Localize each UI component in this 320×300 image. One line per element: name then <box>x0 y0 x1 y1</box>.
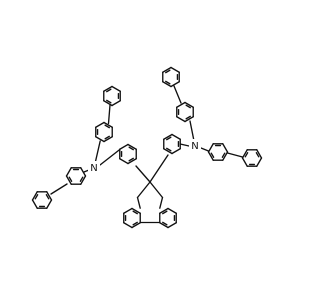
atom-label-n-right: N <box>191 141 198 152</box>
right-aryl-ring-double-1 <box>166 147 172 152</box>
fluorene-right-ring-edge-1 <box>159 207 169 214</box>
left-n-left-ring-1-edge-2 <box>65 175 72 185</box>
molecule-structure: N N <box>31 66 263 229</box>
right-up-biaryl <box>173 85 182 104</box>
left-n-left-ring-1-double-0 <box>79 176 84 182</box>
fluorene-right-ring-edge-5 <box>159 222 169 229</box>
left-aryl-ring-edge-0 <box>127 158 137 165</box>
left-n-up-ring-1-double-0 <box>104 135 110 140</box>
left-n-up-ring-1-edge-1 <box>95 136 105 143</box>
atom-label-layer: N N <box>88 139 201 174</box>
right-n-up-ring-2-edge-0 <box>170 81 180 88</box>
right-n-up-ring-2-double-1 <box>165 80 171 85</box>
fluorene-left-ring-double-0 <box>132 221 138 226</box>
left-n-left-ring-2-edge-2 <box>31 199 38 209</box>
right-aryl-ring-double-3 <box>166 136 172 141</box>
n-left-bg <box>88 161 100 174</box>
right-aryl-ring-edge-4 <box>171 133 181 140</box>
left-n-left-ring-1-double-2 <box>68 176 73 182</box>
fluorene-c9-right <box>149 181 164 199</box>
left-n-up-ring-2-edge-3 <box>103 85 113 92</box>
right-n-right-ring-2-edge-2 <box>241 157 248 167</box>
left-n-up-ring-1-edge-4 <box>103 121 113 128</box>
right-n-up-ring-1-double-0 <box>185 115 191 120</box>
structure-diagram: N N <box>31 66 263 229</box>
fluorene-left-ring-edge-4 <box>131 207 141 214</box>
fluorene-right-ring-edge-4 <box>167 222 177 229</box>
n-right-bg <box>189 139 201 152</box>
left-aryl-ring-edge-4 <box>127 143 137 150</box>
atom-label-n-left: N <box>90 163 97 174</box>
c9-right-aryl <box>149 154 169 183</box>
right-n-up-ring-2-edge-1 <box>162 81 172 88</box>
left-n-up-ring-1-edge-0 <box>103 136 113 143</box>
right-aryl-ring-edge-3 <box>163 133 173 140</box>
fluorene-right-ring-double-1 <box>162 210 168 215</box>
right-right-biaryl <box>226 152 244 158</box>
fluorene-right-ring-edge-2 <box>167 207 177 214</box>
left-n-up-ring-2-edge-4 <box>111 85 121 92</box>
left-n-left-ring-2-edge-5 <box>46 191 53 201</box>
right-n-right-ring-2-double-5 <box>255 152 260 158</box>
fluorene-left-ring-edge-0 <box>131 222 141 229</box>
fluorene-right-ring-double-5 <box>162 221 168 226</box>
fluorene-right-link <box>159 196 164 209</box>
right-n-right-ring-1-double-2 <box>210 152 215 158</box>
left-n-up-ring-2-double-1 <box>106 99 112 104</box>
right-n-up-ring-1-edge-4 <box>184 101 194 108</box>
left-n-left-ring-2-edge-3 <box>31 191 38 201</box>
right-n-right-ring-1-double-0 <box>221 152 226 158</box>
bond-layer <box>31 66 263 229</box>
right-n-right-ring-2-double-3 <box>244 152 249 158</box>
right-n-up-ring-1-edge-1 <box>176 116 186 123</box>
left-n-left-ring-2-edge-0 <box>46 199 53 209</box>
left-n-up-ring-2-edge-0 <box>111 100 121 107</box>
right-n-up-ring-1-edge-3 <box>176 101 186 108</box>
right-n-up-ring-2-double-3 <box>165 69 171 74</box>
right-n-up-ring-2-edge-3 <box>162 66 172 73</box>
right-n-right-bond <box>200 147 210 152</box>
fluorene-left-ring-double-4 <box>132 210 138 215</box>
left-n-left-ring-2-double-5 <box>45 194 50 200</box>
right-aryl-ring-edge-1 <box>163 148 173 155</box>
left-n-up-ring-2-edge-1 <box>103 100 113 107</box>
left-up-biaryl <box>107 104 111 125</box>
left-n-left-ring-1-edge-5 <box>80 167 87 177</box>
fluorene-left-ring-edge-1 <box>123 222 133 229</box>
right-n-up-ring-1-double-4 <box>185 104 191 109</box>
left-aryl-ring-double-4 <box>128 146 134 151</box>
right-n-up-ring-1-edge-0 <box>184 116 194 123</box>
left-n-up-ring-2-double-3 <box>106 88 112 93</box>
left-n-left-ring-2-double-3 <box>34 194 39 200</box>
left-n-left-ring-1-edge-0 <box>80 175 87 185</box>
left-n-left-ring-1-edge-3 <box>65 167 72 177</box>
right-aryl-n <box>179 143 190 147</box>
left-left-biaryl <box>50 183 68 195</box>
left-n-up-ring-1-edge-3 <box>95 121 105 128</box>
right-n-right-ring-2-edge-3 <box>241 149 248 159</box>
right-n-up-ring-2-edge-4 <box>170 66 180 73</box>
left-aryl-ring-edge-1 <box>119 158 129 165</box>
c9-left-aryl <box>135 165 151 183</box>
fluorene-left-link <box>136 196 141 209</box>
right-n-right-ring-1-edge-5 <box>222 143 229 153</box>
left-aryl-ring-double-0 <box>128 157 134 162</box>
fluorene-c9-left <box>136 181 151 199</box>
fluorene-left-ring-edge-3 <box>123 207 133 214</box>
right-n-right-ring-1-edge-3 <box>207 143 214 153</box>
right-aryl-ring-edge-0 <box>171 148 181 155</box>
left-n-up-ring-1-double-4 <box>104 124 110 129</box>
right-n-right-ring-1-edge-2 <box>207 151 214 161</box>
right-n-right-ring-1-edge-0 <box>222 151 229 161</box>
right-n-right-ring-2-edge-0 <box>256 157 263 167</box>
left-aryl-ring-edge-3 <box>119 143 129 150</box>
left-aryl-n <box>99 148 121 166</box>
right-n-right-ring-2-edge-5 <box>256 149 263 159</box>
